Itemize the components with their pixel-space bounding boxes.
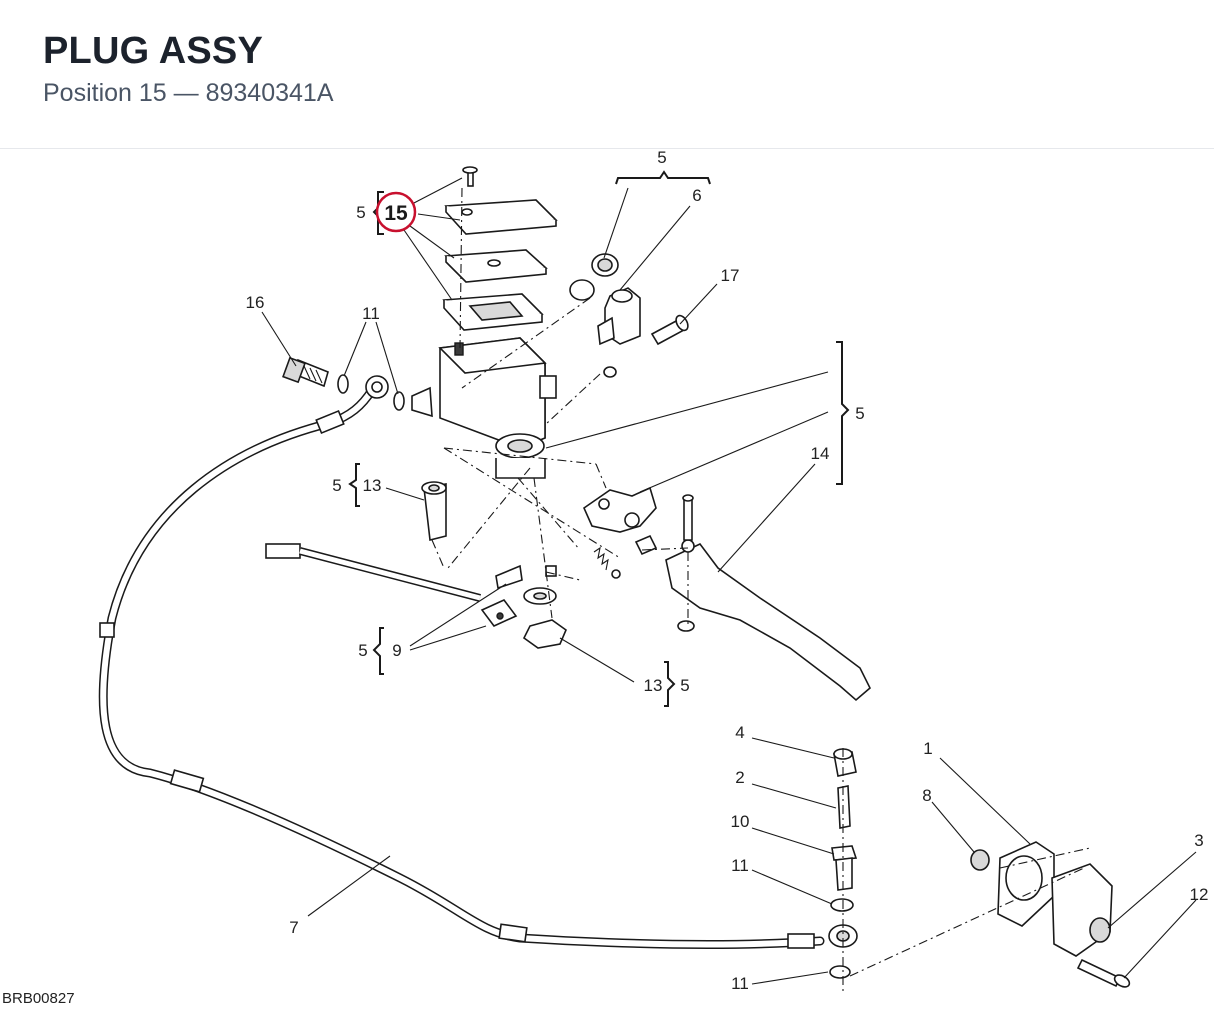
callout-14[interactable]: 14	[811, 444, 830, 463]
leader-lines	[261, 177, 1197, 985]
slave-cylinder	[970, 841, 1131, 988]
braces	[348, 170, 850, 707]
callout-5-bot[interactable]: 5	[680, 676, 689, 695]
drawing-code: BRB00827	[2, 990, 75, 1007]
callout-11-mid[interactable]: 11	[731, 856, 749, 875]
piston-seals	[569, 253, 619, 301]
callout-17[interactable]: 17	[721, 266, 740, 285]
callout-8[interactable]: 8	[922, 786, 931, 805]
master-cylinder-body	[411, 337, 557, 479]
page-header: PLUG ASSY Position 15 — 89340341A	[0, 0, 1214, 149]
washer-11b	[393, 391, 405, 411]
spring	[593, 546, 621, 579]
nut-13	[522, 619, 567, 649]
callout-16[interactable]: 16	[246, 293, 265, 312]
reservoir-cap-stack	[442, 166, 558, 331]
exploded-parts-diagram: 15 5 5 6 17 16 11 5 14 5 13 5 9 13 5 4 2…	[0, 148, 1214, 1012]
assembly-lines	[431, 187, 1091, 994]
callout-6[interactable]: 6	[692, 186, 701, 205]
callout-15[interactable]: 15	[384, 202, 408, 225]
lever	[665, 494, 871, 702]
clamp-6	[597, 287, 641, 378]
highlight-ring[interactable]	[375, 191, 417, 233]
bleeder-stack	[828, 748, 858, 979]
bush-13-top	[421, 481, 447, 541]
diagram-svg: 15 5 5 6 17 16 11 5 14 5 13 5 9 13 5 4 2…	[98, 148, 1209, 994]
callout-5-9[interactable]: 5	[358, 641, 367, 660]
callout-5-13[interactable]: 5	[332, 476, 341, 495]
callout-4[interactable]: 4	[735, 723, 744, 742]
callout-13-bot[interactable]: 13	[644, 676, 663, 695]
banjo-bolt-16	[282, 356, 329, 388]
callout-5-right[interactable]: 5	[855, 404, 864, 423]
page-subtitle: Position 15 — 89340341A	[43, 79, 334, 107]
callout-3[interactable]: 3	[1194, 831, 1203, 850]
callout-5-top[interactable]: 5	[657, 148, 666, 167]
screw-17	[650, 314, 689, 346]
callout-11-bot[interactable]: 11	[731, 974, 749, 993]
callout-2[interactable]: 2	[735, 768, 744, 787]
callout-12[interactable]: 12	[1190, 885, 1209, 904]
hose-7	[98, 375, 825, 949]
lever-adjuster-14	[582, 486, 658, 556]
callout-11-top[interactable]: 11	[362, 304, 380, 323]
callout-7[interactable]: 7	[289, 918, 298, 937]
callout-10[interactable]: 10	[731, 812, 750, 831]
callout-5-tl[interactable]: 5	[356, 203, 365, 222]
page-title: PLUG ASSY	[43, 30, 263, 72]
washer-11a	[337, 374, 349, 394]
callout-labels: 5 5 6 17 16 11 5 14 5 13 5 9 13 5 4 2 10…	[246, 148, 1209, 993]
callout-9[interactable]: 9	[392, 641, 401, 660]
callout-13-top[interactable]: 13	[363, 476, 382, 495]
callout-1[interactable]: 1	[923, 739, 932, 758]
microswitch-9	[265, 543, 523, 627]
